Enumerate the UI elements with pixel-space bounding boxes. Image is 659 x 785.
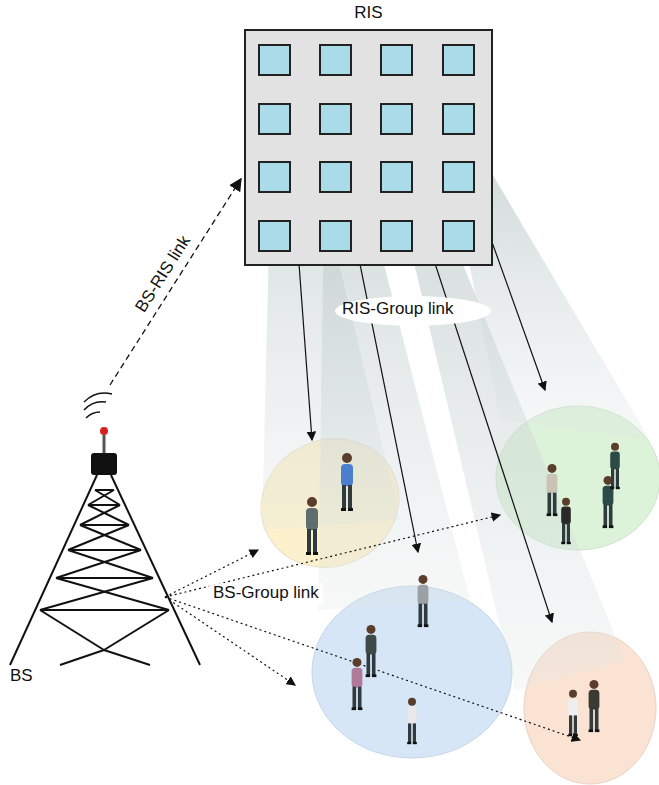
link-label: BS-RIS link (129, 229, 197, 320)
link-label: RIS-Group link (338, 299, 457, 320)
ris-element (320, 221, 351, 251)
ris-element (259, 221, 290, 251)
ris-element (320, 104, 351, 134)
node-label: BS (10, 667, 33, 686)
ris-element (381, 104, 412, 134)
ris-element (259, 45, 290, 75)
ris-element (381, 162, 412, 192)
node-label: RIS (245, 4, 492, 23)
ris-element (259, 162, 290, 192)
ris-element (320, 45, 351, 75)
ris-element (320, 162, 351, 192)
ris-element (443, 45, 474, 75)
ris-element (381, 45, 412, 75)
ris-node: RIS (245, 4, 492, 265)
ris-element (443, 221, 474, 251)
ris-panel (245, 30, 492, 265)
ris-element (443, 104, 474, 134)
bs-ris-link (110, 179, 241, 385)
tower (10, 475, 200, 665)
link-label: BS-Group link (209, 583, 323, 604)
bs-node: BS (10, 385, 210, 695)
ris-element (381, 221, 412, 251)
ris-element (259, 104, 290, 134)
group-area (312, 586, 512, 758)
ris-element (443, 162, 474, 192)
